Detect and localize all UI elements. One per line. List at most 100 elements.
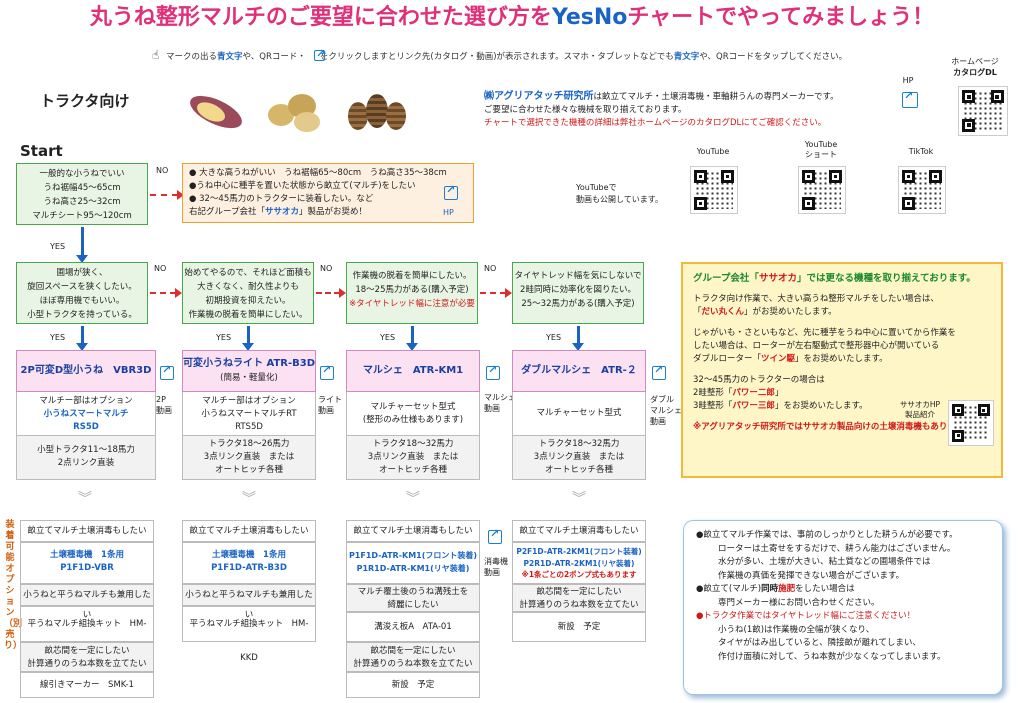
sasaoka-ext-link-icon[interactable] <box>444 183 458 200</box>
page-title: 丸うね整形マルチのご要望に合わせた選び方をYesNoチャートでやってみましょう！ <box>0 0 1024 36</box>
spec-line: 小型トラクタ11～18馬力 <box>37 445 135 455</box>
opt-line: マルチー部はオプション <box>39 396 133 406</box>
option-answer[interactable]: P1F1D-ATR-KM1(フロント装着) P1R1D-ATR-KM1(リヤ装着… <box>346 542 480 584</box>
product-atr-km1[interactable]: マルシェ ATR-KM1 <box>346 350 480 392</box>
opt-answer-note: ※1条ごとの2ポンプ式もあります <box>521 570 637 579</box>
group-p3c-post: 」をお奨めいたします。 <box>774 401 868 411</box>
note-line: 小うね(1畝)は作業機の全幅が狭くなり、 <box>718 624 875 635</box>
youtube-shorts-qr-code[interactable] <box>798 166 846 214</box>
note-post: や、QRコードをタップしてください。 <box>699 52 848 62</box>
q2b-line: 始めてやるので、それほど面積も <box>184 268 312 278</box>
opt-line: マルチー部はオプション <box>202 396 296 406</box>
opt-q-line: 計算通りのうね本数を立てたい <box>27 659 147 669</box>
opt-answer-line[interactable]: 土壌種毒機 1条用 <box>212 550 286 560</box>
yes-arrow <box>406 326 418 351</box>
opt-answer-line[interactable]: P2R1D-ATR-2KM1(リヤ装着) <box>523 558 635 568</box>
note-l5-post: をしたい場合は <box>795 584 855 594</box>
disinfector-video-link-icon[interactable] <box>488 527 502 544</box>
homepage-label: ホームページ カタログDL <box>950 56 1000 78</box>
power-jiro-name: パワー二郎 <box>732 388 775 398</box>
opt-q-line: マルチ覆土後のうね溝残土を <box>357 587 469 597</box>
note-line: 作業機の真価を発揮できない場合がございます。 <box>718 570 905 581</box>
product-spec-cell: トラクタ18～26馬力 3点リンク直装 または オートヒッチ各種 <box>182 436 316 480</box>
option-question: 畝立てマルチ土壌消毒もしたい <box>346 520 480 542</box>
product-option-cell: マルチャーセット型式 (整形のみ仕様もあります) <box>346 392 480 436</box>
q2d-line: タイヤトレッド幅を気にしないで <box>514 271 642 281</box>
sasaoka-hp-label: HP <box>443 208 454 217</box>
sasaoka-qr-code[interactable] <box>948 400 994 446</box>
product-video-label[interactable]: ライト 動画 <box>318 394 342 416</box>
opt-answer-line[interactable]: P1F1D-ATR-KM1(フロント装着) <box>348 551 478 560</box>
tiktok-label: TikTok <box>908 147 934 156</box>
opt-q-line: 計算通りのうね本数を立てたい <box>519 600 639 610</box>
no-arrow <box>480 288 512 298</box>
option-question: 畝立てマルチ土壌消毒もしたい <box>182 520 316 542</box>
spec-line: トラクタ18～32馬力 <box>372 439 454 449</box>
note-l5-pre: ●畝立て(マルチ) <box>696 584 762 594</box>
product-video-link-icon[interactable] <box>486 363 500 380</box>
product-atr-b3d[interactable]: 可変小うねライト ATR-B3D (簡易・軽量化) <box>182 350 316 392</box>
product-video-link-icon[interactable] <box>652 363 666 380</box>
opt-answer-line[interactable]: P1F1D-VBR <box>60 563 114 573</box>
option-question: 畝立てマルチ土壌消毒もしたい <box>512 520 646 542</box>
sasaoka-link[interactable]: ササオカ <box>265 207 300 217</box>
sasaoka-qr-label: ササオカHP 製品紹介 <box>896 400 944 420</box>
opt-answer-line[interactable]: 土壌種毒機 1条用 <box>50 550 124 560</box>
opt-link[interactable]: RS5D <box>73 422 99 432</box>
q2d-line: 2畦同時に効率化を図りたい。 <box>520 285 636 295</box>
opt-q-line: 計算通りのうね本数を立てたい <box>353 659 473 669</box>
product-video-label[interactable]: 2P 動画 <box>156 394 172 416</box>
option-answer[interactable]: P2F1D-ATR-2KM1(フロント装着) P2R1D-ATR-2KM1(リヤ… <box>512 542 646 584</box>
q2b-line: 初期投資を抑えたい。 <box>205 296 291 306</box>
taro-image <box>344 88 410 136</box>
product-sub: (簡易・軽量化) <box>220 373 278 383</box>
note-blue2: 青文字 <box>673 52 700 62</box>
yes-label: YES <box>380 333 396 342</box>
note-l5-bold: 同時 <box>761 584 779 594</box>
product-name[interactable]: 可変小うねライト ATR-B3D <box>183 358 315 369</box>
spec-line: トラクタ18～32馬力 <box>538 439 620 449</box>
option-answer[interactable]: 土壌種毒機 1条用 P1F1D-ATR-B3D <box>182 542 316 584</box>
opt-line: 小うねスマートマルチRT <box>201 409 297 419</box>
product-option-cell: マルチー部はオプション 小うねスマートマルチRT RTS5D <box>182 392 316 436</box>
youtube-qr-code[interactable] <box>690 166 738 214</box>
opt-answer-line[interactable]: P1R1D-ATR-KM1(リヤ装着) <box>356 564 470 573</box>
option-question: 畝芯間を一定にしたい 計算通りのうね本数を立てたい <box>20 642 154 672</box>
product-atr-2km1[interactable]: ダブルマルシェ ATR-２KM1 <box>512 350 646 416</box>
opt-link[interactable]: 小うねスマートマルチ <box>43 409 129 419</box>
group-title-post: 」では更なる機種を取り揃えております。 <box>796 273 976 284</box>
q1-no-line: ● 大きな高うねがいい うね裾幅65～80cm うね高さ35～38cm <box>189 168 447 178</box>
no-arrow <box>316 288 346 298</box>
note-line: 水分が多い、土塊が大きい、粘土質などの圃場条件では <box>718 557 931 567</box>
power-saburo-name: パワー三郎 <box>732 401 775 411</box>
option-answer: 新設 予定 <box>346 672 480 698</box>
product-video-link-icon[interactable] <box>320 363 334 380</box>
product-video-label[interactable]: ダブル マルシェ 動画 <box>650 394 682 427</box>
hp-label: HP <box>902 76 914 85</box>
product-name[interactable]: マルシェ ATR-KM1 <box>362 365 464 376</box>
tiktok-qr-code[interactable] <box>898 166 946 214</box>
note-line: ●トラクタ作業ではタイヤトレッド幅にご注意ください！ <box>696 611 916 621</box>
yes-label: YES <box>546 333 562 342</box>
product-name[interactable]: 2P可変D型小うね VBR3D <box>20 365 152 376</box>
disinfector-video-label[interactable]: 消毒機 動画 <box>484 556 508 578</box>
option-answer[interactable]: 土壌種毒機 1条用 P1F1D-VBR <box>20 542 154 584</box>
product-video-label[interactable]: マルシェ 動画 <box>484 392 516 414</box>
spec-line: トラクタ18～26馬力 <box>208 439 290 449</box>
group-p1a: トラクタ向け作業で、大きい高うね整形マルチをしたい場合は、 <box>693 294 939 304</box>
opt-answer-line[interactable]: P1F1D-ATR-B3D <box>211 563 287 573</box>
product-video-link-icon[interactable] <box>160 363 174 380</box>
company-name-link[interactable]: ㈱アグリアタッチ研究所 <box>484 91 594 102</box>
product-vbr3d[interactable]: 2P可変D型小うね VBR3D <box>16 350 156 392</box>
q2c-line: 18～25馬力がある(購入予定) <box>355 285 469 295</box>
hp-ext-link-icon[interactable] <box>902 89 918 108</box>
opt-q-line: 畝芯間を一定にしたい <box>370 646 456 656</box>
homepage-qr-code[interactable] <box>958 86 1008 136</box>
hand-cursor-icon: ☝ <box>152 48 160 62</box>
youtube-shorts-label: YouTube ショート <box>796 140 846 160</box>
q2a-line: 小型トラクタを持っている。 <box>27 310 137 320</box>
option-question: 小うねと平うねマルチも兼用したい <box>182 584 316 620</box>
opt-answer-line[interactable]: P2F1D-ATR-2KM1(フロント装着) <box>516 547 642 556</box>
q1-line: うね裾幅45～65cm <box>43 183 121 193</box>
group-p1b-pre: 「 <box>693 307 702 317</box>
